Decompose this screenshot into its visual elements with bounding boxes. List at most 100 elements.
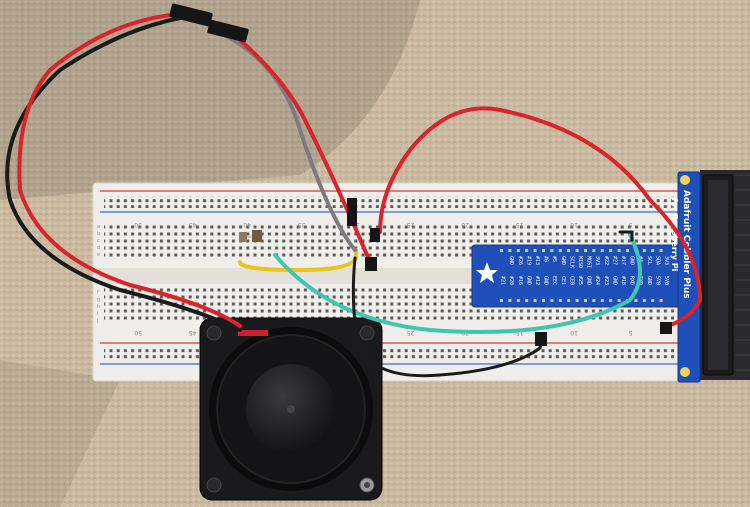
cobbler-pin-label: 3V3 <box>663 256 669 265</box>
header-pin <box>617 249 621 252</box>
cobbler-pin-label: GND <box>629 256 635 265</box>
header-pin <box>533 249 537 252</box>
row-letter: g <box>97 297 100 303</box>
cobbler-pin-label: GND <box>525 276 531 285</box>
jumper-connector <box>169 3 672 346</box>
cobbler-pin-label: #12 <box>534 276 540 285</box>
column-label: 15 <box>516 329 524 336</box>
header-pin <box>609 299 613 302</box>
resistor-component <box>239 230 262 242</box>
column-label: 45 <box>189 221 197 228</box>
cobbler-pin-label: GND <box>586 276 592 285</box>
column-label: 50 <box>134 221 142 228</box>
cobbler-pin-label: #21 <box>500 276 506 285</box>
adafruit-logo-icon <box>476 262 498 283</box>
row-letter: e <box>97 252 100 258</box>
cobbler-pin-label: GND <box>646 276 652 285</box>
column-label: 35 <box>298 221 306 228</box>
header-pin <box>634 299 638 302</box>
shadow-area-lower <box>0 360 120 507</box>
cobbler-pin-label: #24 <box>594 276 600 285</box>
cobbler-pin-label: #19 <box>525 256 531 265</box>
row-letter: f <box>97 290 99 296</box>
black-wire-lower <box>351 256 544 378</box>
cobbler-pin-label: CE0 <box>568 276 574 285</box>
header-pin <box>542 299 545 302</box>
header-pin <box>516 299 520 302</box>
column-label: 25 <box>407 221 415 228</box>
row-letter: b <box>97 231 100 237</box>
header-pin <box>659 249 663 252</box>
yellow-wire <box>238 248 358 273</box>
shadow-area <box>0 0 420 200</box>
header-pin <box>600 299 604 302</box>
column-label: 10 <box>570 221 578 228</box>
header-pin <box>609 249 613 252</box>
cobbler-pin-label: 5V0 <box>654 276 660 285</box>
column-label: 5 <box>629 329 633 336</box>
header-pin <box>500 299 503 302</box>
cooling-fan <box>199 317 383 501</box>
red-wire-arc <box>378 106 703 330</box>
row-letter: h <box>97 304 100 310</box>
header-pin <box>525 299 529 302</box>
row-letter: a <box>97 224 100 230</box>
row-letter: i <box>97 311 98 317</box>
column-label: 5 <box>629 221 633 228</box>
cobbler-pin-label: GND <box>560 256 566 265</box>
header-pin <box>617 299 621 302</box>
cobbler-pin-label: #23 <box>603 276 609 285</box>
cobbler-pin-label: #6 <box>543 256 549 262</box>
cobbler-pin-label: EEC <box>551 276 557 285</box>
header-pin <box>550 249 554 252</box>
cobbler-pin-label: #26 <box>517 256 523 265</box>
black-wire-fan <box>5 16 242 332</box>
cobbler-pin-label: #13 <box>534 256 540 265</box>
cobbler-pin-label: #16 <box>517 276 523 285</box>
header-pin <box>542 249 545 252</box>
cobbler-pin-label: SCLK <box>568 256 574 268</box>
header-pin <box>575 299 579 302</box>
cobbler-pin-label: GND <box>543 276 549 285</box>
header-pin <box>642 249 646 252</box>
row-letter: d <box>97 245 100 251</box>
header-pin <box>567 249 571 252</box>
column-label: 15 <box>516 221 524 228</box>
cobbler-pin-label: MOSI <box>586 256 592 268</box>
header-pin <box>550 299 554 302</box>
header-pin <box>626 249 629 252</box>
header-pin <box>525 249 529 252</box>
cobbler-title-line2: for Raspberry Pi <box>670 198 679 272</box>
cobbler-pin-label: #5 <box>551 256 557 262</box>
header-pin <box>642 299 646 302</box>
cobbler-pin-label: #17 <box>620 256 626 265</box>
ribbon-connector <box>702 174 734 376</box>
cobbler-pin-label: #25 <box>577 276 583 285</box>
red-wire-fan <box>17 12 242 328</box>
cobbler-pin-label: #27 <box>611 256 617 265</box>
header-pin <box>600 249 604 252</box>
cobbler-pin-label: GND <box>508 256 514 265</box>
row-letter: j <box>96 318 98 324</box>
header-pin <box>558 299 562 302</box>
header-pin <box>592 299 596 302</box>
cobbler-pin-label: #18 <box>620 276 626 285</box>
header-pin <box>567 299 571 302</box>
cobbler-pin-label: MISO <box>577 256 583 268</box>
header-pin <box>500 249 503 252</box>
cobbler-pin-label: 3V3 <box>594 256 600 265</box>
cobbler-pin-label: #20 <box>508 276 514 285</box>
row-letter: c <box>97 238 100 244</box>
column-label: 50 <box>134 329 142 336</box>
column-label: 45 <box>189 329 197 336</box>
header-pin <box>508 299 512 302</box>
header-pin <box>584 249 587 252</box>
header-pin <box>575 249 579 252</box>
column-label: 40 <box>243 221 251 228</box>
header-pin <box>558 249 562 252</box>
header-pin <box>651 299 655 302</box>
cobbler-pin-label: RXD <box>629 276 635 285</box>
column-label: 25 <box>407 329 415 336</box>
